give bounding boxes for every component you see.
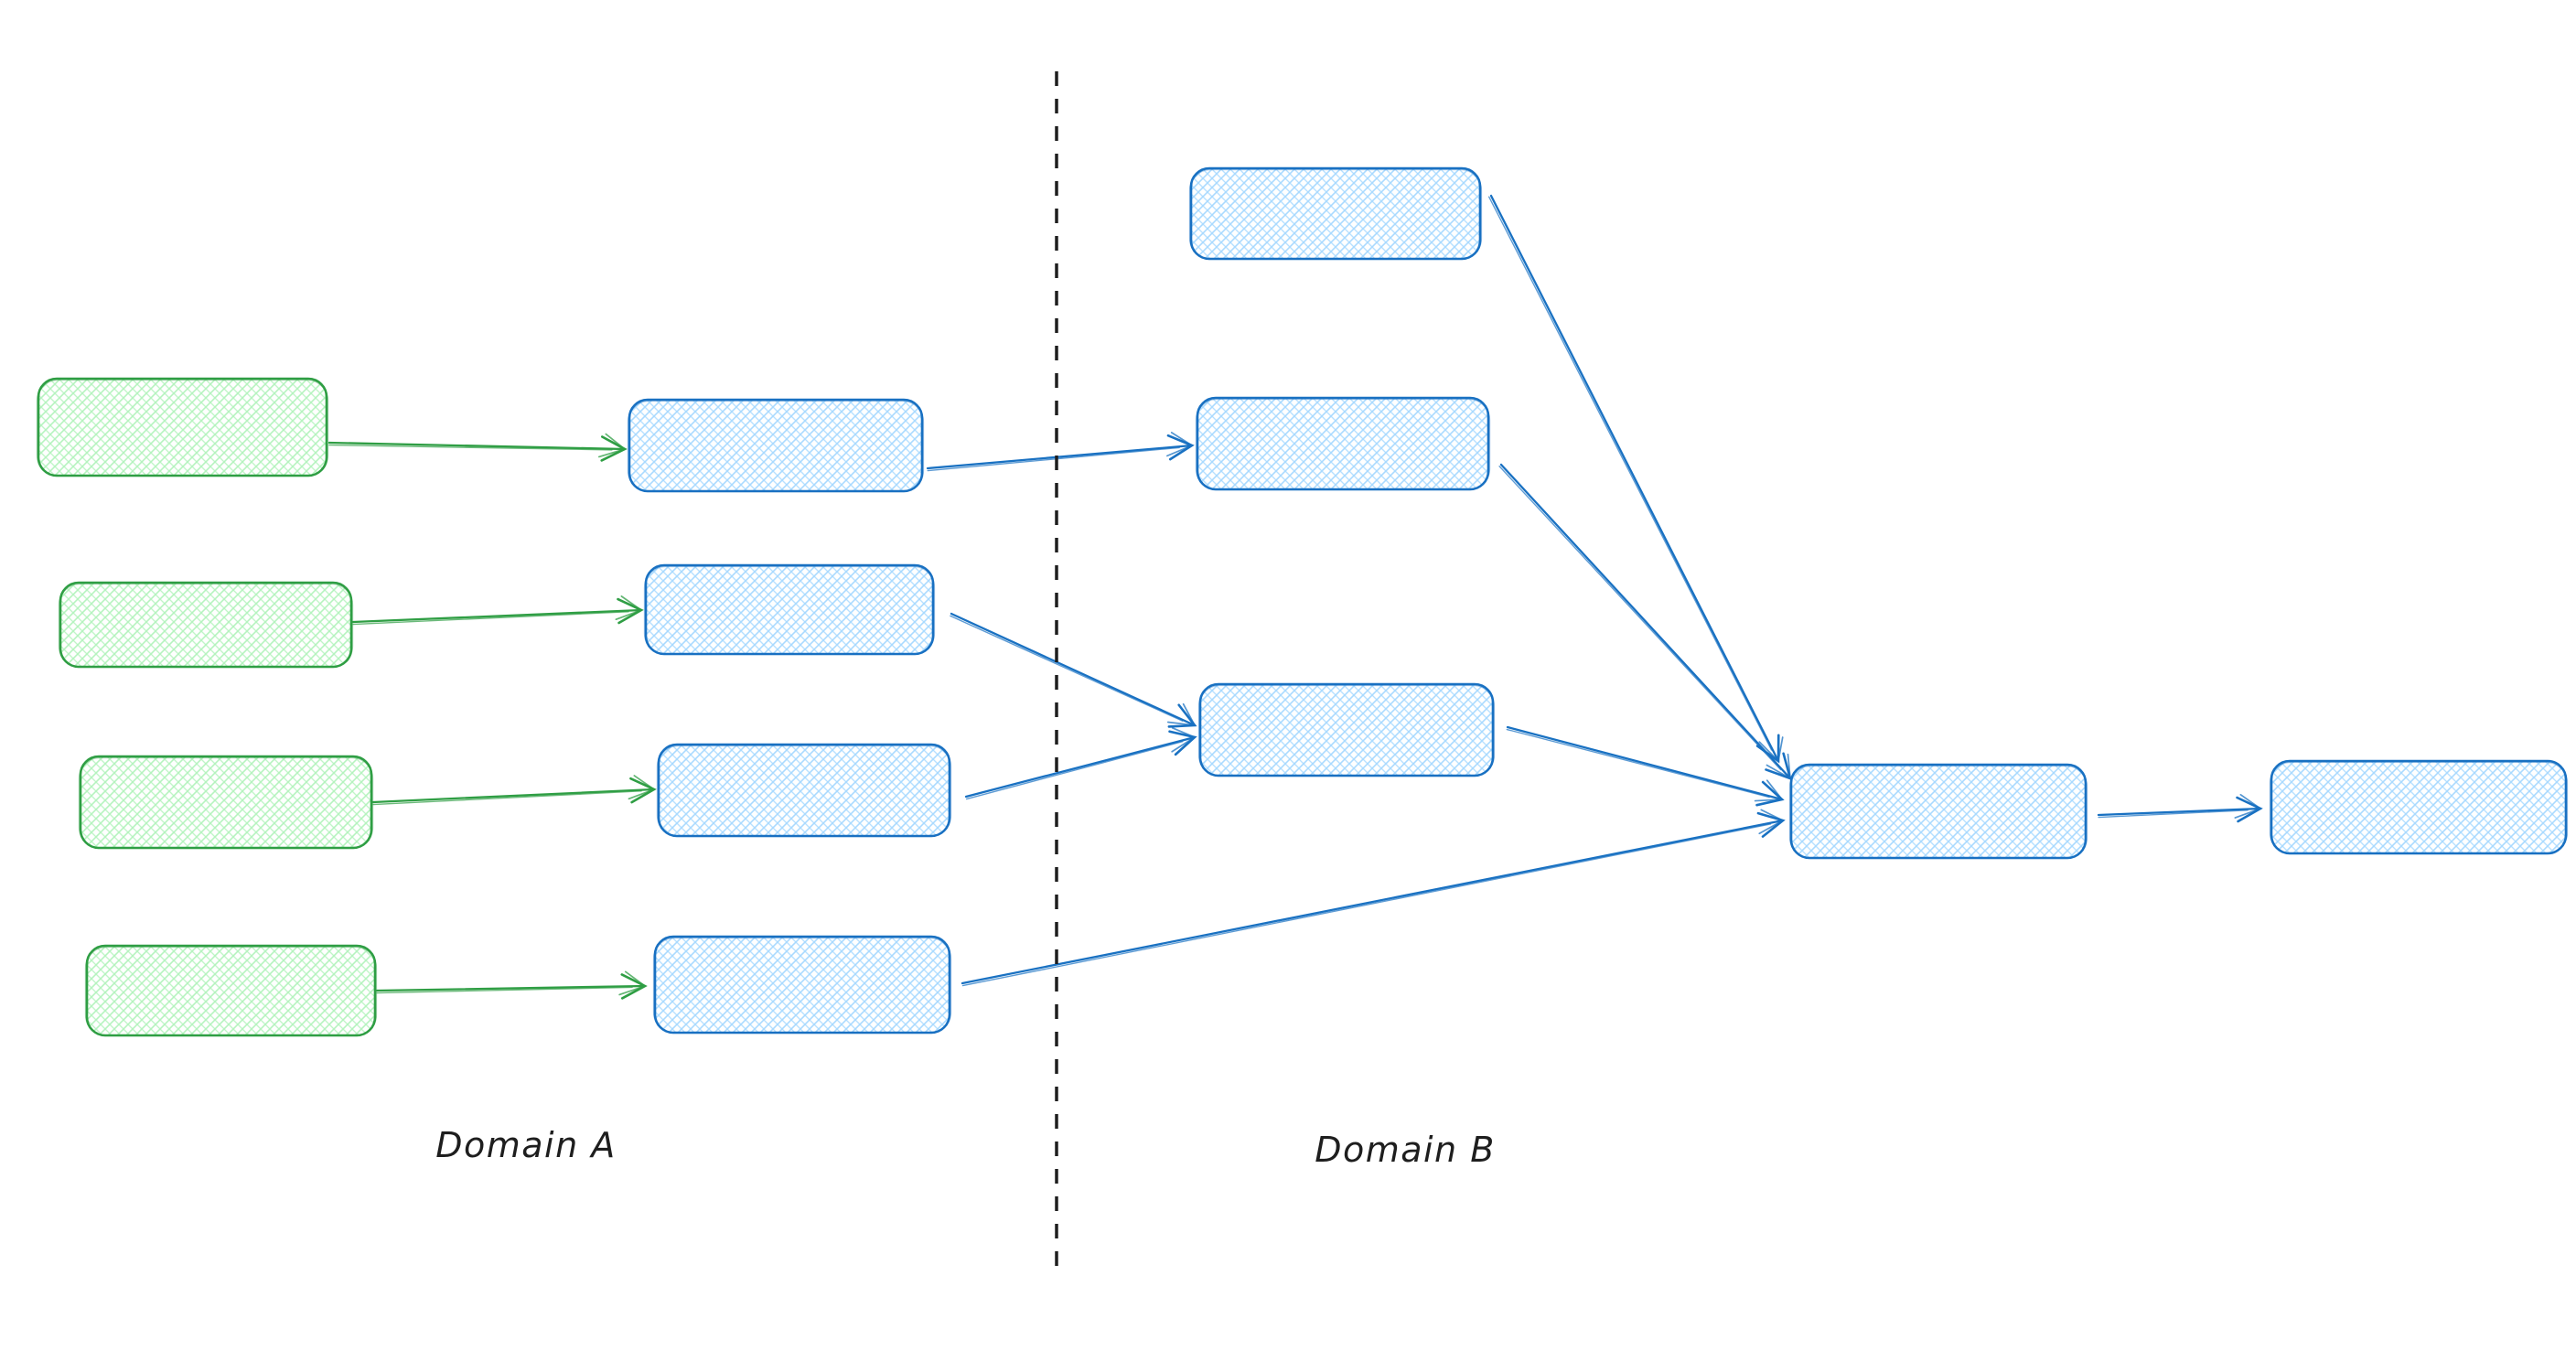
node-domain-a-source-3 — [78, 755, 374, 850]
edge-aggregator-output — [2097, 793, 2263, 823]
node-domain-a-source-2 — [58, 581, 354, 669]
edge-bprocess2-aggregator — [1498, 463, 1792, 781]
edge-source1-process1 — [327, 433, 628, 462]
node-domain-b-process-1 — [1188, 166, 1483, 261]
node-domain-b-output — [2269, 759, 2569, 855]
edge-aprocess4-aggregator — [961, 809, 1786, 987]
node-domain-b-aggregator — [1788, 763, 2088, 860]
domain-b-label: Domain B — [1315, 1130, 1496, 1170]
node-domain-b-process-3 — [1197, 682, 1496, 777]
node-domain-a-process-3 — [656, 743, 952, 838]
edge-aprocess2-bprocess3 — [950, 612, 1197, 728]
node-domain-a-process-4 — [652, 935, 952, 1034]
node-domain-a-process-1 — [627, 398, 925, 493]
node-domain-a-source-4 — [84, 944, 378, 1037]
edge-source3-process3 — [371, 775, 657, 806]
edge-bprocess3-aggregator — [1506, 725, 1785, 807]
edges-layer — [327, 194, 2263, 1000]
edge-aprocess3-bprocess3 — [964, 726, 1197, 800]
node-domain-a-process-2 — [643, 563, 936, 656]
node-domain-a-source-1 — [36, 377, 329, 477]
edge-source2-process2 — [351, 595, 644, 626]
domain-a-label: Domain A — [435, 1125, 617, 1165]
nodes-layer — [36, 166, 2569, 1037]
edge-aprocess1-bprocess2 — [926, 432, 1195, 472]
edge-bprocess1-aggregator — [1487, 194, 1784, 764]
node-domain-b-process-2 — [1195, 396, 1491, 491]
edge-source4-process4 — [375, 970, 648, 1000]
